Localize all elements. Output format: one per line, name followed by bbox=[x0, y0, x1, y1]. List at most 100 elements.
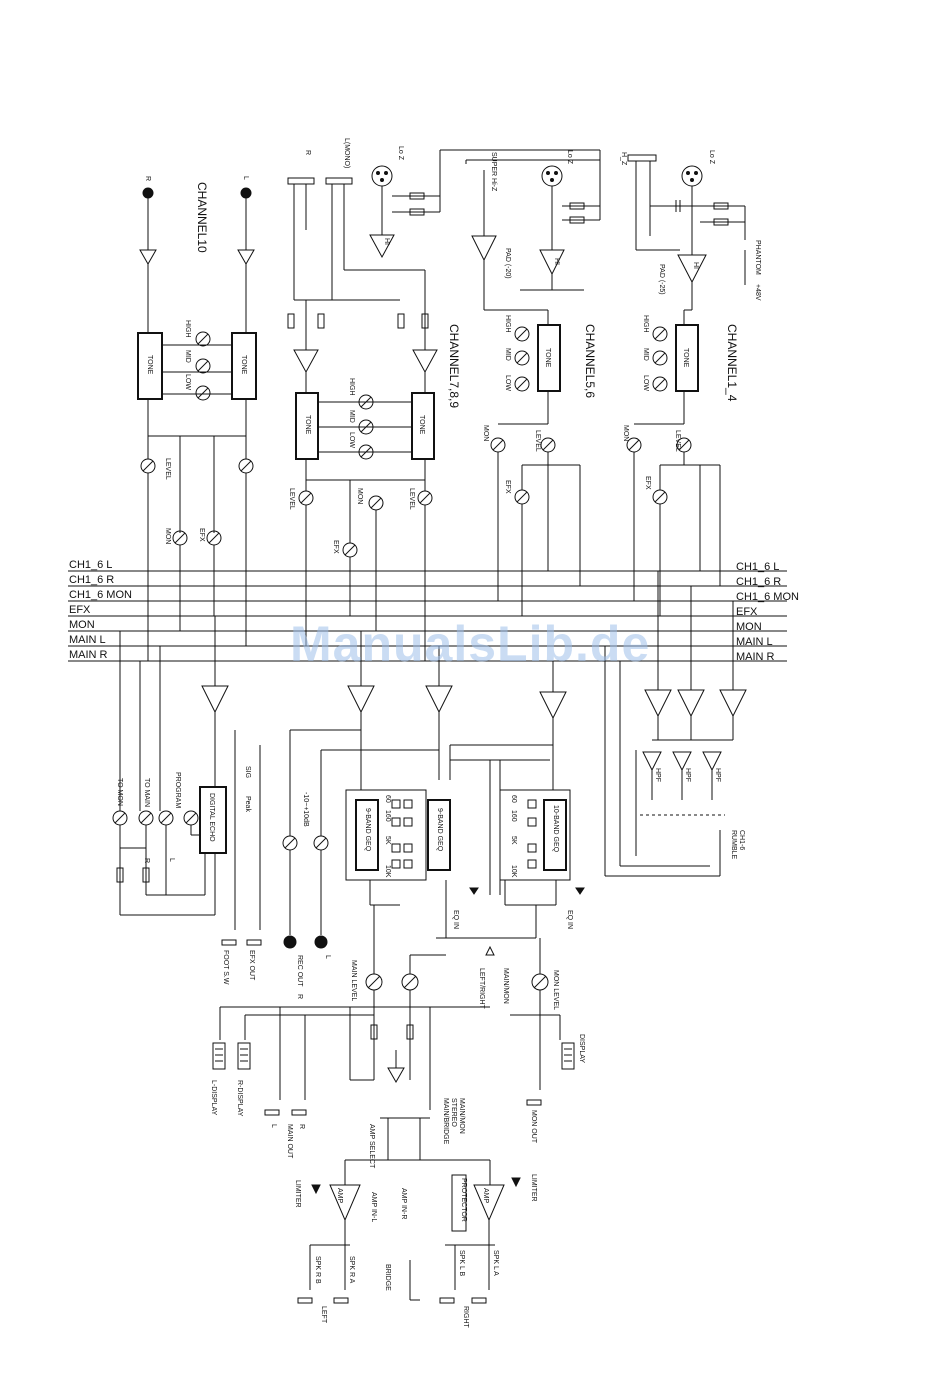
eq9-left-label: 9-BAND GEQ bbox=[364, 808, 371, 852]
hpf-1-label: HPF bbox=[654, 768, 661, 782]
eqin-left-label: EQ IN bbox=[452, 910, 459, 929]
left-label: LEFT bbox=[320, 1306, 327, 1324]
ampselect-label: AMP SELECT bbox=[368, 1124, 375, 1169]
ch14-mid-label: MID bbox=[642, 348, 649, 361]
ch56-loz-label: Lo Z bbox=[566, 150, 573, 165]
channel789-label: CHANNEL7,8,9 bbox=[447, 324, 461, 408]
eqa-5k-label: 5K bbox=[384, 836, 391, 845]
ch10-efx-label: EFX bbox=[198, 528, 205, 542]
mainmon-label: MAIN/MON bbox=[502, 968, 509, 1004]
v48-label: +48V bbox=[754, 284, 761, 301]
eqb-10k-label: 10K bbox=[510, 865, 517, 878]
bus-lines bbox=[68, 570, 787, 662]
limiter-right-label: LIMITER bbox=[530, 1174, 537, 1202]
ampinr-label: AMP IN-R bbox=[400, 1188, 407, 1219]
ch56-hi-label: HI bbox=[553, 258, 560, 265]
ch789-r-label: R bbox=[304, 150, 311, 155]
mainmon2-label: MAIN/MON bbox=[458, 1098, 465, 1134]
ampinl-label: AMP IN-L bbox=[370, 1192, 377, 1222]
ch789-mid-label: MID bbox=[348, 410, 355, 423]
footsw-label: FOOT S.W bbox=[222, 950, 229, 985]
bus-label-right-2: CH1_6 MON bbox=[736, 591, 799, 603]
sig-label: SIG bbox=[244, 766, 251, 778]
ch789-loz-label: Lo Z bbox=[397, 146, 404, 161]
mainbridge-label: MAIN/BRIDGE bbox=[442, 1098, 449, 1145]
ch10-mon-label: MON bbox=[164, 528, 171, 544]
digitalecho-label: DIGITAL ECHO bbox=[208, 793, 215, 842]
rumble-label: RUMBLE bbox=[730, 830, 737, 860]
channel56-section bbox=[439, 149, 601, 616]
ch56-mid-label: MID bbox=[504, 348, 511, 361]
ch14-high-label: HIGH bbox=[642, 315, 649, 333]
ch10-tone-left: TONE bbox=[146, 355, 153, 375]
ch56-low-label: LOW bbox=[504, 375, 511, 391]
ch10-level-label: LEVEL bbox=[164, 458, 171, 480]
diagram-labels: CHANNEL10 CHANNEL7,8,9 CHANNEL5,6 CHANNE… bbox=[116, 138, 761, 1329]
bus-label-left-5: MAIN L bbox=[69, 634, 106, 646]
ch14-loz-label: Lo Z bbox=[708, 150, 715, 165]
bus-label-right-1: CH1_6 R bbox=[736, 576, 782, 588]
ch56-high-label: HIGH bbox=[504, 315, 511, 333]
limiter-left-label: LIMITER bbox=[294, 1180, 301, 1208]
monout-label: MON OUT bbox=[530, 1110, 537, 1144]
efxout-label: EFX OUT bbox=[248, 950, 255, 981]
right-label: RIGHT bbox=[462, 1306, 469, 1329]
ch10-tone-right: TONE bbox=[240, 355, 247, 375]
ch56-level-label: LEVEL bbox=[534, 430, 541, 452]
ch14-efx-label: EFX bbox=[644, 476, 651, 490]
bus-label-left-0: CH1_6 L bbox=[69, 559, 113, 571]
ch789-lmono-label: L(MONO) bbox=[343, 138, 350, 168]
recout-r-label: R bbox=[296, 994, 303, 999]
eqin-right-label: EQ IN bbox=[566, 910, 573, 929]
ch789-high-label: HIGH bbox=[348, 378, 355, 396]
channel789-section bbox=[287, 165, 441, 661]
eqa-60-label: 60 bbox=[384, 795, 391, 803]
ch789-tone-left: TONE bbox=[304, 415, 311, 435]
hpf-2-label: HPF bbox=[684, 768, 691, 782]
input-r-label: R bbox=[144, 176, 151, 181]
channel56-label: CHANNEL5,6 bbox=[583, 324, 597, 398]
ch14-hi-label: HI bbox=[692, 262, 699, 269]
program-label: PROGRAM bbox=[174, 772, 181, 808]
ch789-mon-label: MON bbox=[356, 488, 363, 504]
tomain-label: TO MAIN bbox=[143, 778, 150, 807]
recout-label: REC OUT bbox=[296, 955, 303, 987]
amp-left-label: AMP bbox=[336, 1188, 343, 1204]
spklb-label: SPK L B bbox=[458, 1250, 465, 1277]
bus-label-left-3: EFX bbox=[69, 604, 91, 616]
eqb-160-label: 160 bbox=[510, 810, 517, 822]
ch56-mon-label: MON bbox=[482, 425, 489, 441]
monlevel-label: MON LEVEL bbox=[552, 970, 559, 1010]
pad25-label: PAD (-25) bbox=[658, 264, 665, 295]
bus-label-right-5: MAIN L bbox=[736, 636, 773, 648]
bus-label-right-4: MON bbox=[736, 621, 762, 633]
bus-label-right-6: MAIN R bbox=[736, 651, 775, 663]
amp-right-label: AMP bbox=[482, 1188, 489, 1204]
ch789-low-label: LOW bbox=[348, 432, 355, 448]
mainout-label: MAIN OUT bbox=[286, 1124, 293, 1159]
ch789-efx-label: EFX bbox=[332, 540, 339, 554]
rec-range-label: -10~+10dB bbox=[302, 792, 309, 827]
channel10-section bbox=[137, 187, 257, 661]
ch14-level-label: LEVEL bbox=[674, 430, 681, 452]
mainout-l-label: L bbox=[270, 1124, 277, 1128]
eqb-60-label: 60 bbox=[510, 795, 517, 803]
tomon-label: TO MON bbox=[116, 778, 123, 806]
eqb-5k-label: 5K bbox=[510, 836, 517, 845]
spkla-label: SPK L A bbox=[492, 1250, 499, 1276]
bus-label-left-4: MON bbox=[69, 619, 95, 631]
eqa-160-label: 160 bbox=[384, 810, 391, 822]
rdisplay-label: R-DISPLAY bbox=[236, 1080, 243, 1117]
bus-label-right-0: CH1_6 L bbox=[736, 561, 780, 573]
ch789-tone-right: TONE bbox=[418, 415, 425, 435]
display-label: DISPLAY bbox=[578, 1034, 585, 1063]
mainout-r-label: R bbox=[298, 1124, 305, 1129]
protector-label: PROTECTOR bbox=[460, 1178, 467, 1222]
ch789-level-right: LEVEL bbox=[408, 488, 415, 510]
spkra-label: SPK R A bbox=[348, 1256, 355, 1284]
hpf-3-label: HPF bbox=[714, 768, 721, 782]
ch16-label: CH1-6 bbox=[738, 830, 745, 850]
ch789-level-left: LEVEL bbox=[288, 488, 295, 510]
phantom-label: PHANTOM bbox=[754, 240, 761, 275]
